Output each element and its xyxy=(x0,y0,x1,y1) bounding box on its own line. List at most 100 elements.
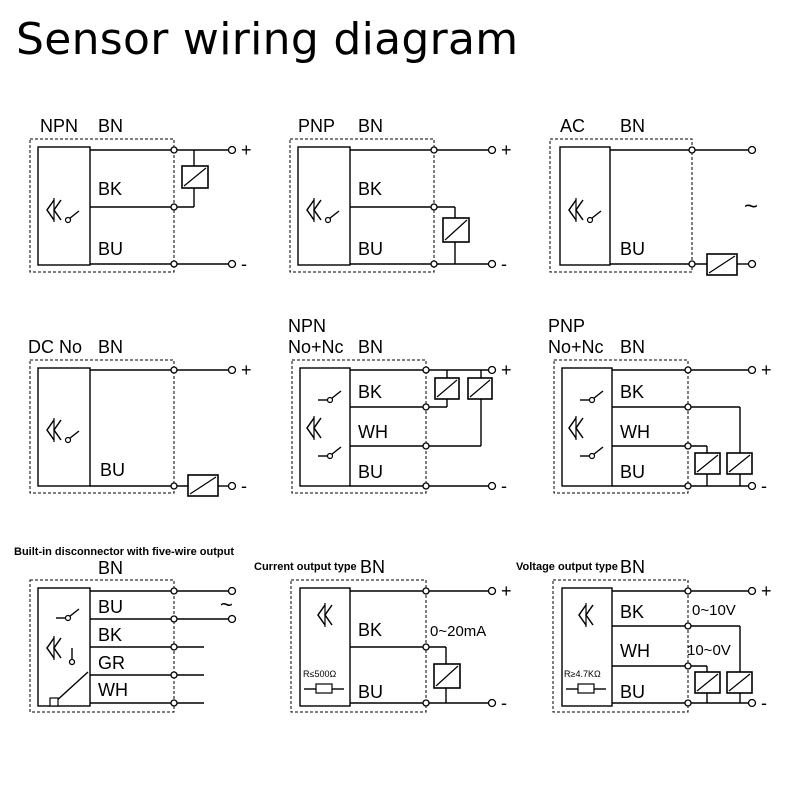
current-plus-terminal xyxy=(487,586,497,596)
current-bn-label: BN xyxy=(360,557,385,577)
voltage-sensor-icon xyxy=(578,602,594,628)
npn-nonc-plus-terminal xyxy=(487,365,497,375)
pnp-diagram: PNP BN BK BU + - xyxy=(289,116,512,274)
npn-plus-terminal xyxy=(227,145,237,155)
ac-sensor-icon xyxy=(568,197,584,223)
npn-nonc-diagram: NPN No+Nc BN BK WH BU + - xyxy=(288,316,512,496)
voltage-resistor-label: R≥4.7KΩ xyxy=(564,669,601,679)
ac-switch-icon xyxy=(586,210,602,224)
pnp-nonc-sensor-icon xyxy=(568,415,584,441)
current-range-label: 0~20mA xyxy=(430,623,486,640)
ac-l-terminal xyxy=(747,145,757,155)
pnp-minus-terminal xyxy=(487,259,497,269)
voltage-resistor-icon xyxy=(577,683,595,694)
five-wire-n-terminal xyxy=(227,614,237,624)
dcno-sensor-icon xyxy=(46,417,62,443)
pnp-nonc-bk-label: BK xyxy=(620,382,644,402)
current-caption: Current output type xyxy=(254,561,357,573)
five-wire-wh-label: WH xyxy=(98,680,128,700)
page-title: Sensor wiring diagram xyxy=(16,14,519,65)
pnp-bn-label: BN xyxy=(358,116,383,136)
npn-nonc-type-line2: No+Nc xyxy=(288,337,344,357)
npn-nonc-nc-switch-icon xyxy=(326,446,342,460)
dcno-bn-label: BN xyxy=(98,337,123,357)
pnp-nonc-minus-label: - xyxy=(761,476,767,496)
ac-n-terminal xyxy=(747,259,757,269)
dcno-diagram: DC No BN BU + - xyxy=(28,337,252,497)
current-plus-label: + xyxy=(501,581,512,601)
voltage-minus-label: - xyxy=(761,693,767,713)
dcno-minus-terminal xyxy=(227,481,237,491)
pnp-plus-label: + xyxy=(501,140,512,160)
pnp-switch-icon xyxy=(324,210,340,224)
npn-switch-icon xyxy=(64,210,80,224)
npn-bn-label: BN xyxy=(98,116,123,136)
five-wire-gr-label: GR xyxy=(98,653,125,673)
dcno-plus-terminal xyxy=(227,365,237,375)
current-resistor-icon xyxy=(315,683,333,694)
pnp-nonc-no-switch-icon xyxy=(588,390,604,404)
voltage-range2-label: 10~0V xyxy=(687,642,731,659)
pnp-nonc-wh-label: WH xyxy=(620,422,650,442)
ac-supply-symbol: ~ xyxy=(744,193,758,220)
pnp-nonc-sensor-housing xyxy=(553,359,689,494)
pnp-bk-label: BK xyxy=(358,179,382,199)
five-wire-l-terminal xyxy=(227,586,237,596)
ac-type-label: AC xyxy=(560,116,585,136)
voltage-sensor-housing xyxy=(552,579,689,713)
npn-nonc-bn-label: BN xyxy=(358,337,383,357)
dcno-switch-icon xyxy=(64,430,80,444)
voltage-range1-label: 0~10V xyxy=(692,602,736,619)
voltage-minus-terminal xyxy=(747,698,757,708)
voltage-bu-label: BU xyxy=(620,682,645,702)
ac-bu-label: BU xyxy=(620,239,645,259)
voltage-wh-label: WH xyxy=(620,641,650,661)
voltage-plus-label: + xyxy=(761,581,772,601)
five-wire-bu-label: BU xyxy=(98,597,123,617)
npn-nonc-sensor-icon xyxy=(306,415,322,441)
five-wire-sensor-icon xyxy=(46,635,62,661)
npn-bu-label: BU xyxy=(98,239,123,259)
npn-bk-label: BK xyxy=(98,179,122,199)
current-bu-label: BU xyxy=(358,682,383,702)
current-minus-terminal xyxy=(487,698,497,708)
pnp-bu-label: BU xyxy=(358,239,383,259)
pnp-nonc-plus-terminal xyxy=(747,365,757,375)
pnp-nonc-minus-terminal xyxy=(747,481,757,491)
npn-nonc-bu-label: BU xyxy=(358,462,383,482)
current-output-diagram: Current output type BN R≤500Ω BK BU 0~20… xyxy=(254,557,512,713)
five-wire-supply-symbol: ~ xyxy=(220,592,233,617)
pnp-nonc-plus-label: + xyxy=(761,360,772,380)
five-wire-diagram: Built-in disconnector with five-wire out… xyxy=(14,546,237,713)
npn-nonc-minus-terminal xyxy=(487,481,497,491)
pnp-nonc-bu-label: BU xyxy=(620,462,645,482)
dcno-bu-label: BU xyxy=(100,460,125,480)
voltage-bn-label: BN xyxy=(620,557,645,577)
ac-bn-label: BN xyxy=(620,116,645,136)
voltage-bk-label: BK xyxy=(620,602,644,622)
five-wire-switch-icon xyxy=(64,608,80,622)
pnp-type-label: PNP xyxy=(298,116,335,136)
voltage-plus-terminal xyxy=(747,586,757,596)
current-bk-label: BK xyxy=(358,620,382,640)
ac-sensor-housing xyxy=(549,138,693,273)
pnp-nonc-diagram: PNP No+Nc BN BK WH BU + - xyxy=(548,316,772,496)
pnp-nonc-type-line2: No+Nc xyxy=(548,337,604,357)
current-minus-label: - xyxy=(501,693,507,713)
dcno-minus-label: - xyxy=(241,476,247,496)
pnp-nonc-type-line1: PNP xyxy=(548,316,585,336)
five-wire-bn-label: BN xyxy=(98,558,123,578)
npn-nonc-minus-label: - xyxy=(501,476,507,496)
pnp-minus-label: - xyxy=(501,254,507,274)
current-sensor-icon xyxy=(317,602,333,628)
npn-plus-label: + xyxy=(241,140,252,160)
npn-nonc-no-switch-icon xyxy=(326,390,342,404)
dcno-type-label: DC No xyxy=(28,337,82,357)
ac-diagram: AC BN BU ~ xyxy=(549,116,758,276)
npn-nonc-wh-label: WH xyxy=(358,422,388,442)
npn-diagram: NPN BN BK BU + - xyxy=(29,116,252,274)
npn-type-label: NPN xyxy=(40,116,78,136)
voltage-caption: Voltage output type xyxy=(516,561,618,573)
pnp-sensor-icon xyxy=(306,197,322,223)
